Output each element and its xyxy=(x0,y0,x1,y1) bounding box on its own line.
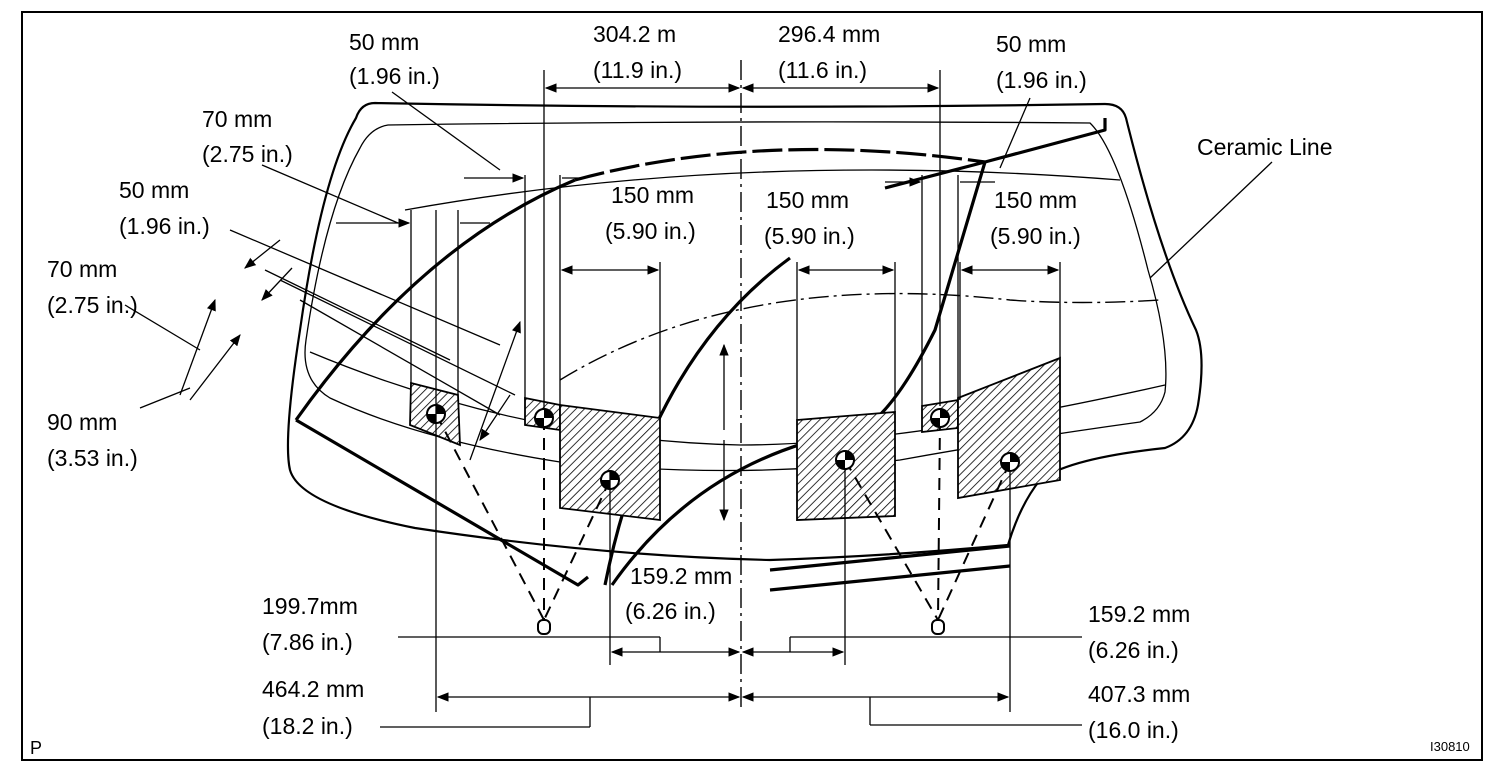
dim-407mm-right: 407.3 mm xyxy=(1088,681,1190,707)
shade-zone-right-large xyxy=(957,356,1061,500)
dim-464mm-bottom-inch: (18.2 in.) xyxy=(262,713,353,739)
dim-90mm-left-inch: (3.53 in.) xyxy=(47,445,138,471)
upper-guide-curve xyxy=(404,169,1121,211)
glass-outer-outline xyxy=(286,101,1203,562)
center-wiper-bottom2 xyxy=(769,564,1011,592)
vertical-reference-lines xyxy=(410,60,1061,712)
dim-304mm-top-inch: (11.9 in.) xyxy=(593,57,682,83)
dim-159mm-right: 159.2 mm xyxy=(1088,601,1190,627)
dim-70mm-left-second-inch: (2.75 in.) xyxy=(47,292,138,318)
corner-letter-p: P xyxy=(30,738,42,758)
right-washer-nozzle xyxy=(931,619,945,635)
figure-code: I30810 xyxy=(1430,739,1470,754)
dim-199mm-bottom-inch: (7.86 in.) xyxy=(262,629,353,655)
shade-zone-left-large xyxy=(559,403,661,522)
sensor-area-curve xyxy=(559,292,1161,381)
dim-50mm-top-right-inch: (1.96 in.) xyxy=(996,67,1087,93)
dim-150mm-b-inch: (5.90 in.) xyxy=(764,223,855,249)
right-wiper-top xyxy=(884,118,1107,190)
dim-150mm-c: 150 mm xyxy=(994,187,1077,213)
dim-159mm-right-inch: (6.26 in.) xyxy=(1088,637,1179,663)
dim-407mm-right-inch: (16.0 in.) xyxy=(1088,717,1179,743)
dim-150mm-b: 150 mm xyxy=(766,187,849,213)
dim-70mm-left: 70 mm xyxy=(202,106,272,132)
dim-90mm-left: 90 mm xyxy=(47,409,117,435)
dim-159mm-center-inch: (6.26 in.) xyxy=(625,598,716,624)
dim-296mm-top-inch: (11.6 in.) xyxy=(778,57,867,83)
dim-150mm-a: 150 mm xyxy=(611,182,694,208)
left-washer-nozzle xyxy=(537,619,551,635)
center-wiper-sweep xyxy=(603,256,791,586)
diagram-border xyxy=(21,11,1483,761)
dim-150mm-a-inch: (5.90 in.) xyxy=(605,218,696,244)
left-wiper-blade xyxy=(295,418,589,587)
dim-304mm-top: 304.2 m xyxy=(593,21,676,47)
left-wiper-arc-dashed xyxy=(574,147,986,182)
center-wiper-bottom xyxy=(769,544,1011,572)
dimension-arrows xyxy=(179,83,1060,702)
dim-150mm-c-inch: (5.90 in.) xyxy=(990,223,1081,249)
dim-199mm-bottom: 199.7mm xyxy=(262,593,358,619)
dim-50mm-top-right: 50 mm xyxy=(996,31,1066,57)
dim-50mm-top-left: 50 mm xyxy=(349,29,419,55)
dim-50mm-top-left-inch: (1.96 in.) xyxy=(349,63,440,89)
dim-464mm-bottom: 464.2 mm xyxy=(262,676,364,702)
dim-70mm-left-second: 70 mm xyxy=(47,256,117,282)
ceramic-line-label: Ceramic Line xyxy=(1197,134,1333,160)
dim-70mm-left-inch: (2.75 in.) xyxy=(202,141,293,167)
ceramic-line xyxy=(304,121,1167,472)
dim-50mm-left: 50 mm xyxy=(119,177,189,203)
right-wiper-blade xyxy=(854,161,987,434)
left-wiper-arc xyxy=(294,178,576,421)
leader-lines xyxy=(124,91,1273,728)
dim-50mm-left-inch: (1.96 in.) xyxy=(119,213,210,239)
spray-patterns xyxy=(435,413,1011,621)
dim-296mm-top: 296.4 mm xyxy=(778,21,880,47)
dim-159mm-center: 159.2 mm xyxy=(630,563,732,589)
